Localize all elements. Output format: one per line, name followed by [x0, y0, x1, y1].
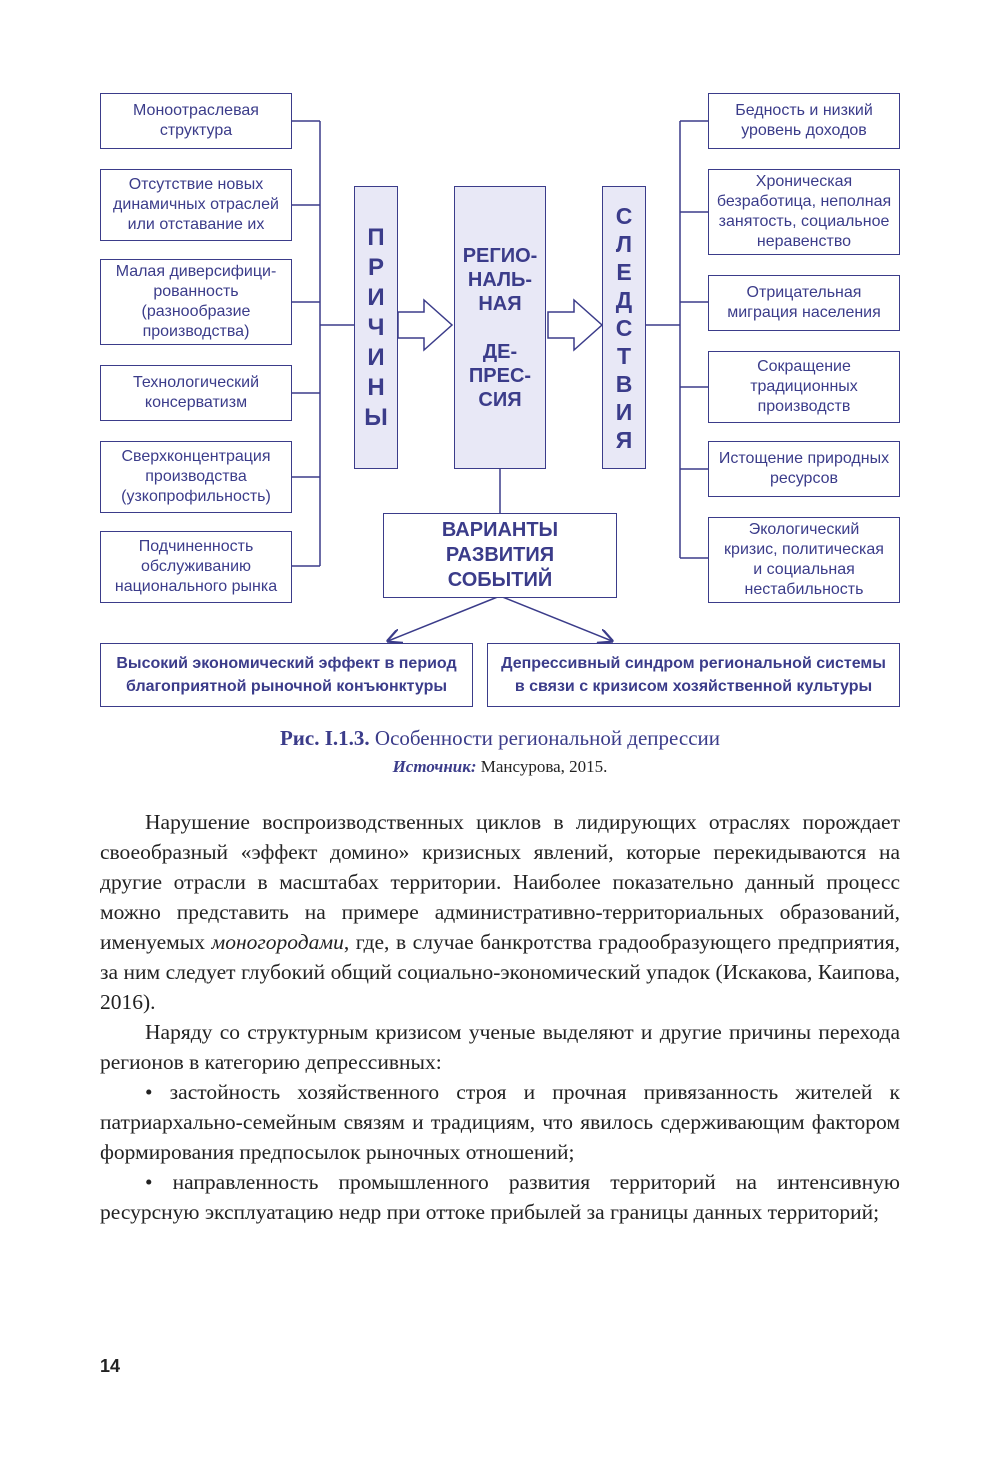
outcome-right-box: Депрессивный синдром региональной систем…: [487, 643, 900, 707]
bullet-item: • застойность хозяйственного строя и про…: [100, 1080, 900, 1164]
arrow-depression-to-effects: [547, 298, 604, 352]
effect-box: Отрицательная миграция населения: [708, 275, 900, 331]
paragraph: Наряду со структурным кризисом ученые вы…: [100, 1020, 900, 1074]
source-text: Мансурова, 2015.: [480, 757, 608, 776]
effect-box: Экологический кризис, политическая и соц…: [708, 517, 900, 603]
arrow-causes-to-depression: [397, 298, 454, 352]
causes-label: П Р И Ч И Н Ы: [354, 186, 398, 469]
cause-box: Подчиненность обслуживанию национального…: [100, 531, 292, 603]
paragraph-text: Нарушение воспроизводственных циклов в л…: [100, 810, 900, 954]
effects-label: С Л Е Д С Т В И Я: [602, 186, 646, 469]
effect-box: Бедность и низкий уровень доходов: [708, 93, 900, 149]
figure-label: Рис. I.1.3.: [279, 726, 370, 750]
effect-box: Сокращение традиционных производств: [708, 351, 900, 423]
central-box: РЕГИО- НАЛЬ- НАЯ ДЕ- ПРЕС- СИЯ: [454, 186, 546, 469]
figure-source: Источник: Мансурова, 2015.: [0, 757, 1000, 777]
central-label-top: РЕГИО- НАЛЬ- НАЯ: [462, 244, 538, 315]
body-text: Нарушение воспроизводственных циклов в л…: [100, 807, 900, 1227]
paragraph-text: , где, в случае банкротства градообразую…: [100, 930, 900, 1014]
cause-box: Сверхконцентрация производства (узкопроф…: [100, 441, 292, 513]
cause-box: Моноотраслевая структура: [100, 93, 292, 149]
variants-box: ВАРИАНТЫ РАЗВИТИЯ СОБЫТИЙ: [383, 513, 617, 598]
paragraph: Нарушение воспроизводственных циклов в л…: [100, 807, 900, 1017]
connector-lines: [292, 120, 708, 720]
effect-box: Истощение природных ресурсов: [708, 441, 900, 497]
cause-box: Технологический консерватизм: [100, 365, 292, 421]
page-number: 14: [100, 1356, 121, 1376]
figure-caption: Рис. I.1.3. Особенности региональной деп…: [0, 726, 1000, 751]
figure-diagram: Моноотраслевая структура Отсутствие новы…: [0, 0, 1000, 720]
bullet-item: • направленность промышленного развития …: [100, 1170, 900, 1224]
outcome-left-box: Высокий экономический эффект в период бл…: [100, 643, 473, 707]
central-label-bottom: ДЕ- ПРЕС- СИЯ: [468, 340, 532, 411]
effect-box: Хроническая безработица, неполная занято…: [708, 169, 900, 255]
emphasis-term: моногородами: [211, 930, 344, 954]
source-label: Источник:: [392, 757, 477, 776]
figure-title: Особенности региональной депрессии: [374, 726, 721, 750]
cause-box: Малая диверсифици- рованность (разнообра…: [100, 259, 292, 345]
cause-box: Отсутствие новых динамичных отраслей или…: [100, 169, 292, 241]
